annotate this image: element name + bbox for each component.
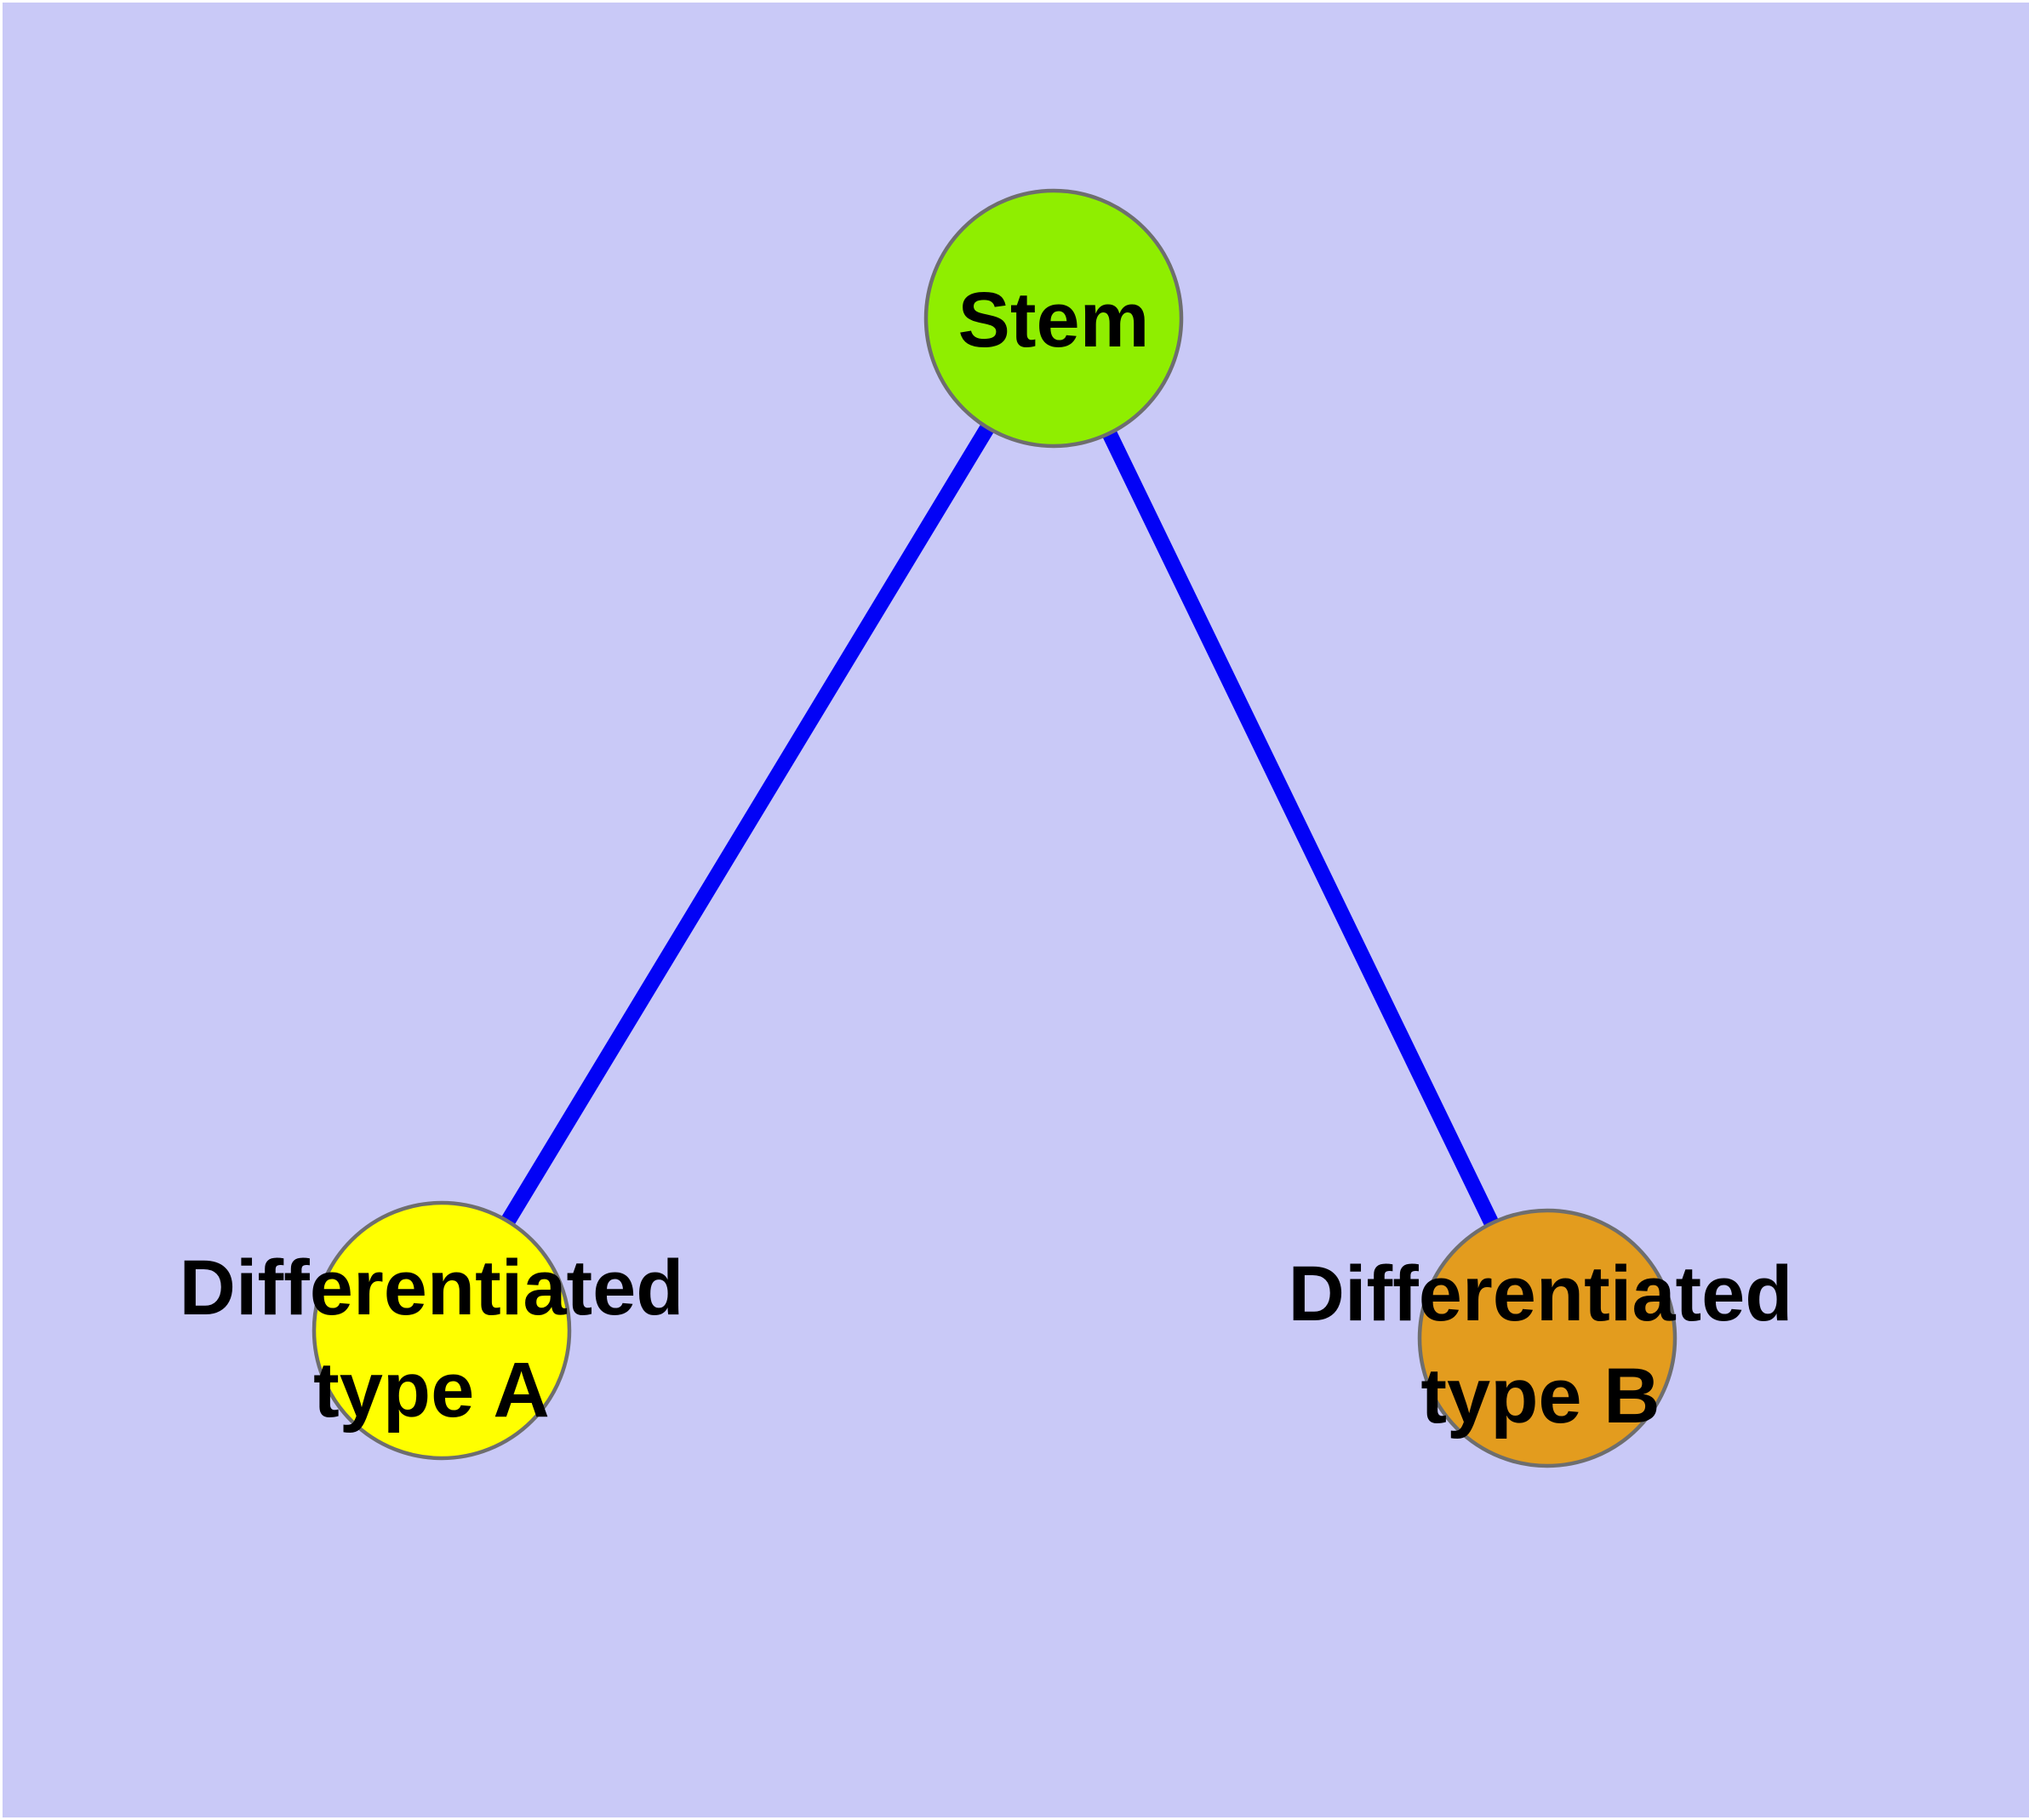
edge-stem-to-type-b (1046, 315, 1555, 1342)
edge-stem-to-type-a (435, 314, 1060, 1335)
type-b-label-line-1: Differentiated (1288, 1251, 1793, 1337)
type-a-node-label: Differentiated type A (180, 1237, 684, 1441)
type-b-node-label: Differentiated type B (1289, 1243, 1793, 1447)
type-b-node-circle (1417, 1208, 1677, 1468)
type-a-node-circle (311, 1200, 572, 1461)
stem-node-label: Stem (957, 277, 1150, 363)
type-b-label-line-2: type B (1420, 1353, 1660, 1439)
type-a-label-line-2: type A (313, 1347, 550, 1434)
type-a-label-line-1: Differentiated (179, 1245, 684, 1331)
stem-node-circle (923, 188, 1184, 449)
